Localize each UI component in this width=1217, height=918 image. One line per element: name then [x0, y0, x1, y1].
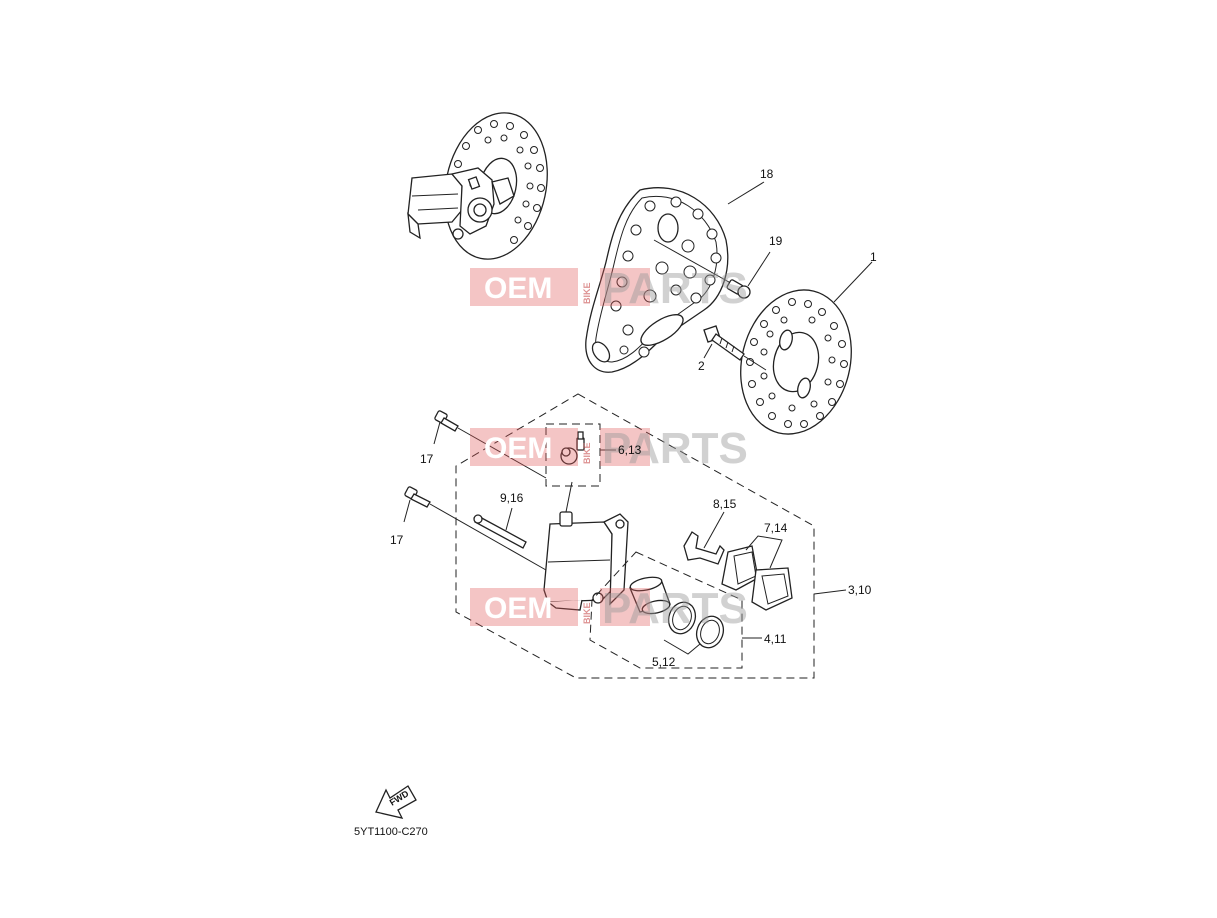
svg-text:OEM: OEM: [484, 432, 552, 465]
svg-text:PARTS: PARTS: [602, 584, 748, 633]
svg-text:OEM: OEM: [484, 592, 552, 625]
diagram-code: 5YT1100-C270: [354, 826, 428, 838]
callout-pad-support: 8,15: [713, 497, 737, 511]
svg-text:BIKE: BIKE: [582, 602, 592, 624]
callout-piston-kit: 4,11: [764, 632, 787, 646]
assembled-view: [407, 112, 548, 260]
watermark-upper: OEM BIKE PARTS: [470, 264, 748, 313]
callout-caliper-bolt-upper: 17: [420, 452, 434, 466]
callout-pad-pin: 9,16: [500, 491, 524, 505]
callout-bleed-screw: 6,13: [618, 443, 642, 457]
callout-disc-bolt: 2: [698, 359, 705, 373]
brake-pads: [721, 535, 793, 611]
watermark-lower: OEM BIKE PARTS: [470, 584, 748, 633]
disc-guard: [585, 187, 729, 373]
assembled-disc-holes: [454, 120, 545, 244]
callout-disc: 1: [870, 250, 877, 264]
disc-bolt: [703, 325, 767, 371]
caliper-bolt-upper: [433, 410, 547, 479]
caliper-assembly-box: [455, 393, 815, 679]
callout-caliper-assy: 3,10: [848, 583, 872, 597]
bleed-screw: [560, 431, 585, 465]
callout-pad-kit: 7,14: [764, 521, 788, 535]
fwd-arrow-icon: FWD: [375, 785, 417, 819]
brake-disc: [740, 261, 873, 435]
svg-text:BIKE: BIKE: [582, 282, 592, 304]
svg-text:PARTS: PARTS: [602, 424, 748, 473]
pad-support: [683, 511, 725, 565]
caliper-bolt-lower: [403, 486, 547, 571]
svg-text:PARTS: PARTS: [602, 264, 748, 313]
svg-text:OEM: OEM: [484, 272, 552, 305]
pad-pin: [473, 507, 527, 549]
callout-disc-guard: 18: [760, 167, 774, 181]
watermark-middle: OEM BIKE PARTS: [470, 424, 748, 473]
callout-guard-bolt: 19: [769, 234, 783, 248]
piston-seals: [663, 601, 725, 655]
callout-seal-kit: 5,12: [652, 655, 676, 669]
guard-bolt: [653, 239, 771, 299]
piston-kit-box: [589, 551, 743, 669]
piston: [629, 576, 671, 615]
callout-caliper-bolt-lower: 17: [390, 533, 404, 547]
caliper-body: [543, 481, 629, 611]
svg-text:BIKE: BIKE: [582, 442, 592, 464]
